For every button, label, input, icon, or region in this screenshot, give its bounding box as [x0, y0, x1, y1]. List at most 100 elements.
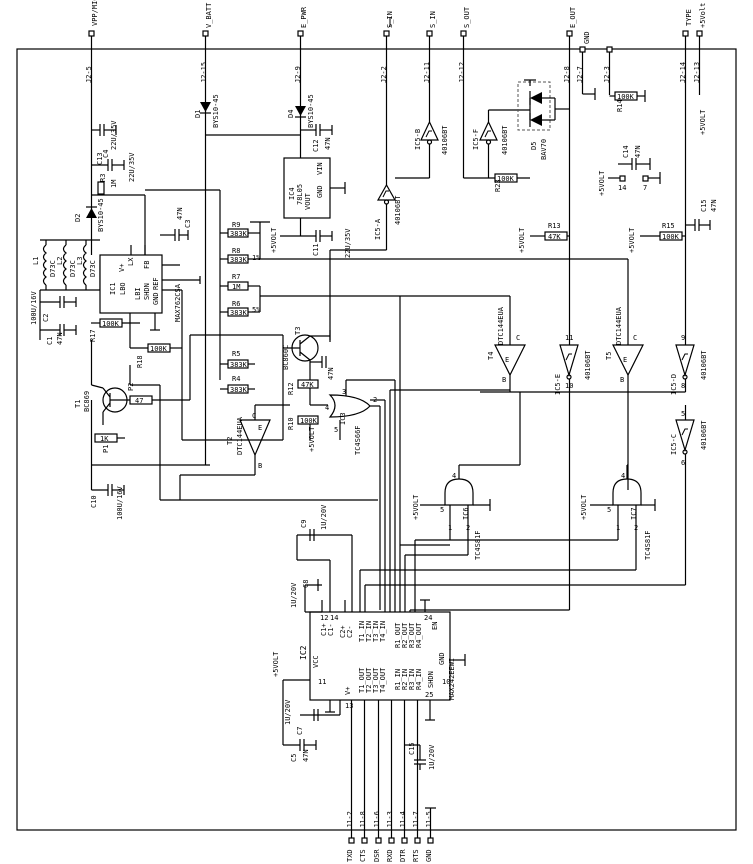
ic5f-part: 40106BT: [501, 125, 509, 155]
pin-num: J2-5: [85, 66, 93, 83]
ic2-r2in: R2_IN: [401, 669, 409, 690]
label-v-batt: V_BATT: [205, 2, 213, 28]
ic2-pin13: 13: [345, 702, 353, 710]
r3-label: R3: [99, 174, 107, 182]
r6-label: R6: [232, 300, 240, 308]
t2: T2 DTC144EUA E C B: [179, 405, 378, 501]
ic3-part: TC4S66F: [354, 425, 362, 455]
t5-pin-b: B: [620, 376, 624, 384]
pin-e-pwr: E_PWR J2-9: [294, 6, 308, 83]
ic6: IC6 TC4S81F +5VOLT 4 5 1 2: [412, 392, 521, 560]
pin-type: TYPE J2-14: [679, 9, 693, 83]
c1-value: 47N: [56, 332, 64, 345]
d4-part: BYS10-45: [307, 94, 315, 128]
c16-value: 47N: [327, 367, 335, 380]
signal-bus: [359, 296, 686, 612]
resistor-ladder: 383K R9 383K R8 1% 1M R7 383K R6 5% 383K…: [145, 189, 628, 394]
r15-label: R15: [662, 222, 675, 230]
ic5e-part: 40106BT: [584, 350, 592, 380]
pin-num: J1-4: [399, 811, 407, 828]
c2-label: C2: [42, 314, 50, 322]
label-s-in-b: S_IN: [429, 11, 437, 28]
c3-value: 47N: [176, 207, 184, 220]
ic2-r1out: R1_OUT: [394, 622, 402, 648]
ic1-pin-shdn: SHDN: [143, 283, 151, 300]
pin-num: J1-2: [346, 811, 354, 828]
t5-pin-e: E: [623, 356, 627, 364]
c4-value: 22U/35V: [110, 120, 118, 150]
label-e-out: E_OUT: [569, 6, 577, 28]
t2-pin-e: E: [258, 424, 262, 432]
ic1-pin-gnd: GND: [152, 292, 160, 305]
t5-part: DTC144EUA: [615, 306, 623, 345]
pin-num: J1-7: [412, 811, 420, 828]
r23-label: R23: [494, 179, 502, 192]
r4-value: 383K: [230, 386, 248, 394]
c4-label: C4: [102, 150, 110, 158]
supply-label-r13: +5VOLT: [518, 227, 526, 253]
ic7-pin1: 1: [616, 524, 620, 532]
ic2-c2p: C2+: [339, 625, 347, 638]
ic2-pin14: 14: [330, 614, 338, 622]
pin-num: J2-15: [200, 62, 208, 83]
ic2: IC2 MAX242EEWI C1+ C1- C2+ C2- T1_IN T2_…: [272, 535, 466, 740]
r12-value: 47K: [301, 381, 314, 389]
ic2-r4out: R4_OUT: [415, 622, 423, 648]
ic5a-part: 40106BT: [394, 195, 402, 225]
label-dsr: DSR: [373, 849, 381, 862]
r9-label: R9: [232, 221, 240, 229]
r5-label: R5: [232, 350, 240, 358]
label-rts: RTS: [412, 849, 420, 862]
ic4-part: 78L05: [296, 184, 304, 205]
pin-dtr: DTR J1-4: [399, 740, 408, 862]
t4-ref: T4: [487, 352, 495, 360]
pin-s-in-2: S_IN J2-2: [380, 11, 394, 83]
d1-label: D1: [194, 110, 202, 118]
ic2-c1p: C1+: [320, 623, 328, 636]
r8-value: 383K: [230, 256, 248, 264]
c14-label: C14: [622, 145, 630, 158]
r2-label: P2: [127, 383, 135, 391]
pin-vpp-mic: VPP/MIC J2-5: [85, 0, 99, 83]
r3-value: 1M: [110, 180, 118, 188]
ic2-ref: IC2: [299, 645, 308, 660]
r6-value: 383K: [230, 309, 248, 317]
ic5-c: IC5-C 40106BT 5 6: [670, 405, 708, 585]
d2-part: BYS10-45: [97, 198, 105, 232]
vpp-rail: C4 22U/35V C13 22U/35V R3 1M D2 BYS10-45: [74, 60, 146, 255]
r7-value: 1M: [232, 283, 240, 291]
ic1-pin-lbi: LBI: [134, 287, 142, 300]
ic2-t2out: T2_OUT: [365, 667, 373, 693]
r10-label: R10: [287, 417, 295, 430]
label-gnd-b: GND: [425, 849, 433, 862]
ic5a-ref: IC5-A: [374, 218, 382, 240]
ic2-caps: C9 1U/20V C8 1U/20V C7 1U/20V C5 47N C15…: [282, 504, 436, 770]
t4: T4 DTC144EUA C E B: [487, 296, 526, 392]
ic2-en: EN: [431, 622, 439, 630]
ic5d-ref: IC5-D: [670, 374, 678, 395]
t1-ref: T1: [74, 400, 82, 408]
c13-label: C13: [96, 152, 104, 165]
label-rxd: RXD: [386, 849, 394, 862]
r23-value: 100K: [497, 175, 515, 183]
pin-num: J2-3: [603, 66, 611, 83]
ic5e-pin10: 10: [565, 382, 573, 390]
ic2-pin25: 25: [425, 691, 433, 699]
ic2-pin11: 11: [318, 678, 326, 686]
c11-label: C11: [312, 243, 320, 256]
t2-pin-c: C: [252, 412, 256, 420]
c8-label: C8: [302, 580, 310, 588]
pin-num: J2-9: [294, 66, 302, 83]
ic2-r1in: R1_IN: [394, 669, 402, 690]
c10-value: 100U/16V: [116, 485, 124, 520]
misc-wires: [129, 289, 510, 612]
pin-num: J1-3: [386, 811, 394, 828]
ic2-r3in: R3_IN: [408, 669, 416, 690]
c15b-value: 1U/20V: [428, 744, 436, 770]
ic6-pin5: 5: [440, 506, 444, 514]
r13-label: R13: [548, 222, 561, 230]
ic3-ref: IC3: [339, 412, 347, 425]
c9-value: 1U/20V: [320, 504, 328, 530]
connector-top: VPP/MIC J2-5 V_BATT J2-15 E_PWR J2-9 S_I…: [85, 0, 707, 83]
